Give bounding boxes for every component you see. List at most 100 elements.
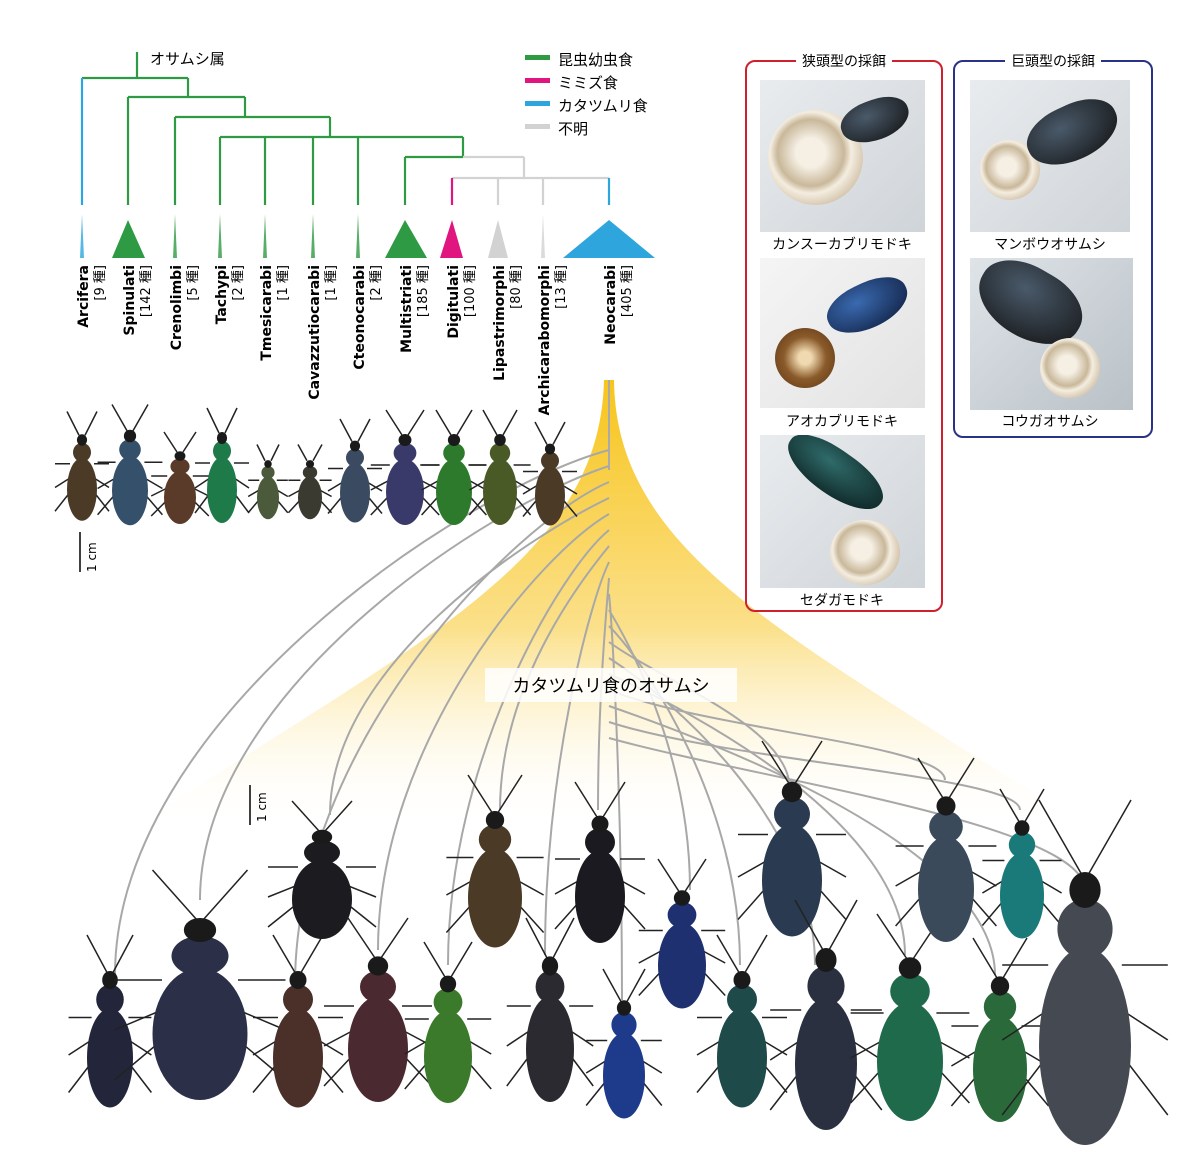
leg: [769, 1039, 802, 1061]
caption-sedagamodoki: セダガモドキ: [800, 593, 884, 609]
antenna: [716, 934, 740, 973]
leg: [1001, 1009, 1049, 1041]
clade-species-count: [405 種]: [619, 265, 635, 317]
antenna: [744, 934, 768, 973]
leg: [737, 859, 769, 878]
leg: [68, 1039, 93, 1056]
antenna: [132, 404, 149, 432]
antenna: [380, 917, 409, 959]
head: [494, 434, 506, 446]
pronotum: [807, 966, 845, 1006]
bottom-beetle: [1001, 799, 1169, 1145]
leg: [323, 1029, 355, 1047]
leg: [319, 489, 332, 498]
clade-species-count: [142 種]: [138, 265, 154, 317]
pronotum: [611, 1011, 637, 1038]
clade-triangle-multistriati: [385, 220, 427, 258]
pronotum: [346, 448, 364, 467]
antenna: [224, 407, 238, 434]
leg: [513, 479, 531, 491]
leg: [585, 1059, 608, 1074]
clade-species-count: [100 種]: [462, 265, 478, 317]
clade-species-count: [1 種]: [275, 265, 291, 301]
snail-shell: [1040, 338, 1100, 398]
clade-tip-cavazzutiocarabi: [311, 214, 315, 258]
bottom-beetle: [895, 757, 997, 942]
elytra: [67, 458, 97, 521]
leg: [150, 487, 168, 497]
head: [183, 918, 217, 942]
caption-kouga-osamushi: コウガオサムシ: [1001, 414, 1099, 430]
antenna: [270, 444, 280, 462]
clade-species-count: [9 種]: [92, 265, 108, 301]
pronotum: [119, 439, 141, 461]
antenna: [456, 409, 473, 436]
leg: [233, 477, 250, 489]
clade-name: Neocarabi: [603, 265, 619, 345]
antenna: [112, 934, 134, 973]
top-beetle: [468, 409, 532, 525]
clade-tip-arcifera: [80, 214, 84, 258]
scale-bar-top-label: 1 cm: [85, 542, 99, 572]
antenna: [502, 409, 518, 436]
leg: [561, 484, 578, 495]
top-beetle: [247, 444, 289, 520]
legend-swatch-unknown: [525, 124, 550, 129]
leg: [370, 479, 391, 491]
snail-shell: [775, 328, 835, 388]
leg: [54, 477, 71, 489]
antenna: [312, 444, 323, 462]
clade-species-count: [13 種]: [553, 265, 569, 309]
clade-species-count: [2 種]: [368, 265, 384, 301]
head: [673, 890, 691, 906]
clade-name: Cavazzutiocarabi: [307, 265, 323, 400]
pronotum: [541, 451, 559, 470]
photo-aokaburimodoki: [760, 258, 925, 408]
pronotum: [727, 984, 757, 1015]
head: [102, 971, 118, 989]
bottom-beetle: [737, 740, 847, 937]
head: [591, 815, 609, 833]
clade-species-count: [1 種]: [323, 265, 339, 301]
head: [815, 948, 837, 972]
wide-head-panel: 巨頭型の採餌: [953, 51, 1153, 438]
bottom-beetle: [68, 934, 152, 1108]
elytra: [918, 836, 974, 942]
bottom-beetle: [769, 899, 883, 1130]
clade-name: Crenolimbi: [169, 265, 185, 350]
bottom-beetle: [323, 917, 433, 1102]
bottom-beetle: [638, 858, 726, 1009]
fan-branch: [608, 737, 1086, 891]
pronotum: [478, 824, 512, 855]
clade-species-count: [80 種]: [508, 265, 524, 309]
bottom-beetle: [114, 869, 286, 1100]
top-beetle: [97, 404, 163, 526]
top-beetle: [194, 407, 250, 523]
pronotum: [360, 970, 396, 1003]
leg: [522, 484, 539, 495]
antenna: [684, 858, 707, 892]
elytra: [424, 1010, 472, 1103]
clade-labels: Arcifera[9 種]Spinulati[142 種]Crenolimbi[…: [76, 265, 635, 415]
antenna: [297, 444, 308, 462]
head: [398, 434, 412, 446]
top-beetle: [287, 444, 333, 520]
antenna: [794, 740, 823, 784]
clade-name: Lipastrimorphi: [492, 265, 508, 381]
photo-kouga-osamushi: [970, 258, 1133, 410]
legend-swatch-snail: [525, 101, 550, 106]
beetle-specimens: [54, 404, 1169, 1145]
photo-sedagamodoki: [760, 435, 925, 588]
elytra: [575, 850, 625, 943]
leg: [1121, 1009, 1169, 1041]
head: [264, 460, 272, 468]
elytra: [1000, 852, 1044, 939]
antenna: [272, 934, 296, 973]
antenna: [467, 774, 493, 813]
antenna: [324, 800, 353, 832]
elytra: [795, 998, 857, 1130]
leg: [619, 879, 646, 895]
antenna: [423, 941, 446, 978]
leg: [317, 1039, 344, 1056]
pronotum: [489, 443, 511, 463]
